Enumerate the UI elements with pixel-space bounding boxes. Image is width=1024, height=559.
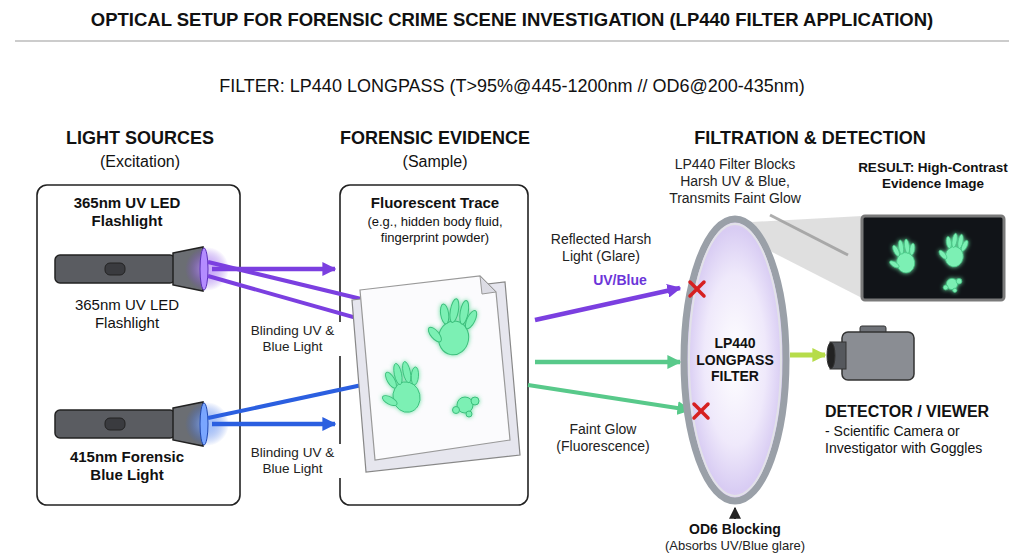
light-type: UV/Blue xyxy=(585,272,655,289)
uv-flashlight-box: 365nm UV LED Flashlight 365nm UV LED Flas… xyxy=(42,192,212,340)
camera xyxy=(827,326,914,380)
panel-frame xyxy=(340,185,528,505)
node-heading: LIGHT SOURCES xyxy=(30,128,250,150)
node-heading: 415nm Forensic Blue Light xyxy=(52,448,202,484)
node-heading: FORENSIC EVIDENCE xyxy=(335,128,535,150)
title-rule xyxy=(15,40,1009,41)
connector xyxy=(212,422,335,427)
connector xyxy=(790,353,825,358)
od6-note: (Absorbs UV/Blue glare) xyxy=(625,538,845,554)
node-text: - Scientific Camera or Investigator with… xyxy=(825,423,1015,457)
filter-ellipse: LP440 LONGPASS FILTER xyxy=(680,215,790,505)
node-text: 365nm UV LED Flashlight xyxy=(52,296,202,332)
result-display: RESULT: High-Contrast Evidence Image xyxy=(848,160,1018,305)
filter-inner-rim xyxy=(689,224,781,496)
detector-box: DETECTOR / VIEWER - Scientific Camera or … xyxy=(825,322,1015,467)
node-text: (Excitation) xyxy=(30,152,250,171)
connector-label: Blinding UV & Blue Light xyxy=(243,444,342,478)
od6-pointer xyxy=(734,508,736,519)
section-heading: FILTRATION & DETECTION xyxy=(610,128,1010,150)
connector-label: Reflected Harsh Light (Glare) xyxy=(538,230,664,266)
paper-fold xyxy=(480,276,496,294)
blue-light-box: 415nm Forensic Blue Light xyxy=(42,398,212,498)
connector xyxy=(770,215,848,255)
od6-note: OD6 Blocking xyxy=(655,521,815,538)
fluorescent-trace xyxy=(374,295,481,418)
connector-label: Blinding UV & Blue Light xyxy=(243,322,342,356)
node-text: (Sample) xyxy=(335,152,535,171)
filter-note: LP440 Filter Blocks Harsh UV & Blue, Tra… xyxy=(655,156,815,206)
node-text: Fluorescent Trace xyxy=(345,194,525,212)
paper-sheet xyxy=(360,276,510,460)
evidence-panel: FORENSIC EVIDENCE (Sample) Fluorescent Tra… xyxy=(335,120,535,510)
connector xyxy=(212,267,335,272)
light-sources-panel: LIGHT SOURCES (Excitation) 365nm UV LED Fl… xyxy=(30,120,250,510)
node-text: (e.g., hidden body fluid, fingerprint po… xyxy=(350,214,520,245)
glow-ray xyxy=(528,385,690,410)
panel-frame xyxy=(37,185,240,505)
connector-label: Faint Glow (Fluorescence) xyxy=(545,420,661,456)
diagram-title: OPTICAL SETUP FOR FORENSIC CRIME SCENE I… xyxy=(0,9,1024,31)
blue-flashlight xyxy=(55,402,229,446)
node-heading: 365nm UV LED Flashlight xyxy=(52,194,202,230)
node-heading: DETECTOR / VIEWER xyxy=(825,402,1015,421)
filter-rim xyxy=(684,219,786,501)
connector xyxy=(535,360,680,365)
node-heading: RESULT: High-Contrast Evidence Image xyxy=(848,160,1018,192)
connector xyxy=(535,288,680,320)
uv-flashlight xyxy=(55,247,229,291)
filter-spec: FILTER: LP440 LONGPASS (T>95%@445-1200nm… xyxy=(0,76,1024,98)
node-heading: LP440 LONGPASS FILTER xyxy=(693,335,777,385)
result-screen xyxy=(862,216,1004,300)
